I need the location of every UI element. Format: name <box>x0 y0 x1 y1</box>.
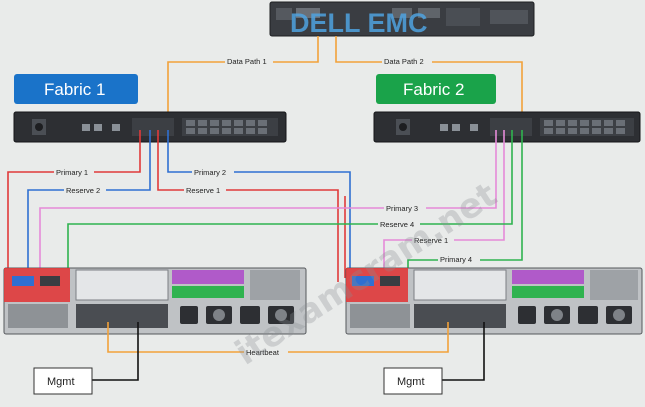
reserve-1-label-top: Reserve 1 <box>186 186 220 195</box>
storage-array-top: DELL EMC <box>269 1 535 38</box>
fabric-1-label: Fabric 1 <box>44 80 105 99</box>
blue-cables <box>27 130 351 282</box>
heartbeat-label: Heartbeat <box>246 348 280 357</box>
data-path-2-label: Data Path 2 <box>384 57 424 66</box>
mgmt-box-right: Mgmt <box>383 367 443 395</box>
red-cables <box>7 130 346 282</box>
primary-4-label: Primary 4 <box>440 255 472 264</box>
server-left <box>3 267 307 335</box>
mgmt-lines <box>92 322 485 381</box>
fabric-2-label: Fabric 2 <box>403 80 464 99</box>
mgmt-left-label: Mgmt <box>47 376 75 388</box>
reserve-4-label: Reserve 4 <box>380 220 414 229</box>
primary-1-label: Primary 1 <box>56 168 88 177</box>
server-right <box>345 267 643 335</box>
mgmt-right-label: Mgmt <box>397 376 425 388</box>
fabric-2-switch <box>373 111 641 143</box>
primary-2-label: Primary 2 <box>194 168 226 177</box>
primary-3-label: Primary 3 <box>386 204 418 213</box>
dell-emc-logo: DELL EMC <box>290 8 428 38</box>
mgmt-box-left: Mgmt <box>33 367 93 395</box>
reserve-1-label-bottom: Reserve 1 <box>414 236 448 245</box>
fabric-1-switch <box>13 111 287 143</box>
reserve-2-label: Reserve 2 <box>66 186 100 195</box>
data-path-1-label: Data Path 1 <box>227 57 267 66</box>
fabric-2-badge: Fabric 2 <box>376 74 496 104</box>
fabric-1-badge: Fabric 1 <box>14 74 138 104</box>
